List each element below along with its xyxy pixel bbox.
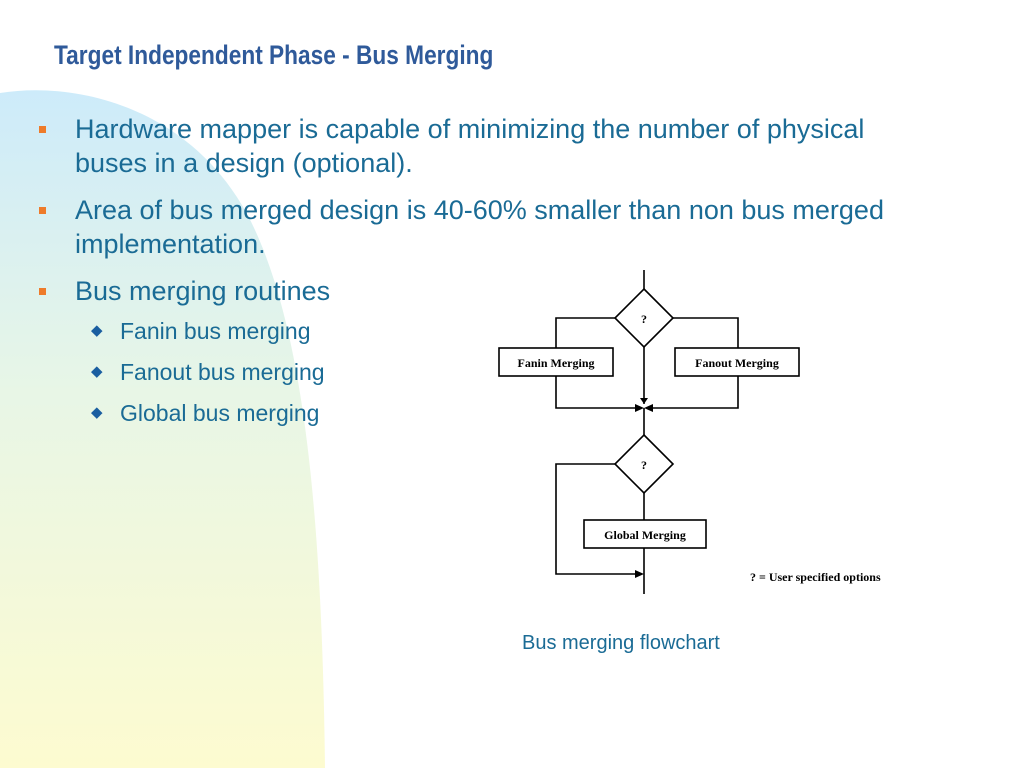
bullet-item: Hardware mapper is capable of minimizing… xyxy=(34,112,914,180)
fanin-merging-label: Fanin Merging xyxy=(518,356,595,370)
flow-connector xyxy=(673,317,739,348)
decision-1-label: ? xyxy=(641,312,647,326)
sub-bullet-item: ◆ Global bus merging xyxy=(34,398,914,428)
sub-bullet-item: ◆ Fanout bus merging xyxy=(34,357,914,387)
square-bullet-icon xyxy=(39,288,46,295)
diamond-bullet-icon: ◆ xyxy=(91,322,103,339)
bullet-text: Hardware mapper is capable of minimizing… xyxy=(75,114,865,178)
arrowhead-icon xyxy=(635,570,644,578)
slide-title: Target Independent Phase - Bus Merging xyxy=(54,40,494,70)
decision-2-label: ? xyxy=(641,458,647,472)
diamond-bullet-icon: ◆ xyxy=(91,404,103,421)
flow-connector xyxy=(555,317,615,348)
sub-bullet-text: Fanout bus merging xyxy=(120,359,325,385)
bullet-text: Area of bus merged design is 40-60% smal… xyxy=(75,195,884,259)
global-merging-box xyxy=(583,519,707,549)
bullet-item: Area of bus merged design is 40-60% smal… xyxy=(34,193,914,261)
square-bullet-icon xyxy=(39,207,46,214)
bullet-text: Bus merging routines xyxy=(75,276,331,306)
sub-bullet-item: ◆ Fanin bus merging xyxy=(34,316,914,346)
global-merging-label: Global Merging xyxy=(604,528,686,542)
figure-caption: Bus merging flowchart xyxy=(522,632,720,654)
sub-bullet-text: Global bus merging xyxy=(120,400,320,426)
arrowhead-icon xyxy=(635,404,644,412)
square-bullet-icon xyxy=(39,126,46,133)
arrowhead-icon xyxy=(644,404,653,412)
fanout-merging-box xyxy=(674,347,800,377)
flowchart-legend: ? = User specified options xyxy=(750,570,881,584)
bullet-item: Bus merging routines xyxy=(34,274,914,308)
flow-connector xyxy=(555,376,640,409)
flow-connector xyxy=(648,376,739,409)
diamond-bullet-icon: ◆ xyxy=(91,363,103,380)
fanout-merging-label: Fanout Merging xyxy=(695,356,779,370)
arrowhead-icon xyxy=(640,398,648,404)
flow-connector xyxy=(555,463,640,575)
bullet-list: Hardware mapper is capable of minimizing… xyxy=(34,112,914,439)
bus-merging-flowchart: ? Fanin Merging Fanout Merging ? Global … xyxy=(498,270,881,594)
sub-bullet-text: Fanin bus merging xyxy=(120,318,311,344)
